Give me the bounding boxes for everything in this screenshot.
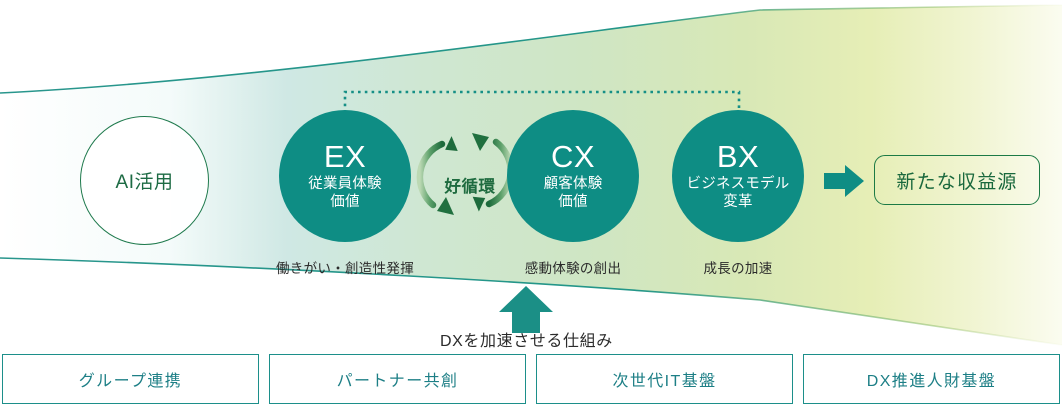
foundation-box-next-gen-it[interactable]: 次世代IT基盤 (536, 354, 793, 404)
dotted-bracket-connector (343, 90, 741, 113)
caption-bx: 成長の加速 (703, 261, 773, 276)
circle-cx[interactable]: CX 顧客体験 価値 (507, 110, 639, 242)
circle-ex-subtitle-2: 価値 (330, 193, 360, 210)
circle-ai-utilization[interactable]: AI活用 (80, 116, 209, 245)
outcome-new-revenue-source[interactable]: 新たな収益源 (874, 155, 1040, 205)
circle-ai-title: AI活用 (115, 172, 174, 193)
circle-cx-title: CX (550, 138, 596, 174)
foundation-label-2: パートナー共創 (336, 373, 459, 390)
circle-ex-subtitle-1: 従業員体験 (308, 176, 382, 193)
caption-ex: 働きがい・創造性発揮 (276, 261, 414, 276)
foundation-box-partner-cocreation[interactable]: パートナー共創 (269, 354, 526, 404)
right-arrow-icon (824, 165, 864, 197)
circle-ex-title: EX (323, 138, 367, 174)
circle-bx-subtitle-2: 変革 (723, 193, 753, 210)
foundation-box-group-collaboration[interactable]: グループ連携 (2, 354, 259, 404)
foundation-box-row: グループ連携 パートナー共創 次世代IT基盤 DX推進人財基盤 (0, 354, 1062, 404)
virtuous-cycle-label: 好循環 (444, 178, 496, 196)
outcome-label: 新たな収益源 (896, 171, 1018, 193)
dx-accelerator-label: DXを加速させる仕組み (440, 333, 613, 350)
circle-ex[interactable]: EX 従業員体験 価値 (279, 110, 411, 242)
circle-bx[interactable]: BX ビジネスモデル 変革 (672, 110, 804, 242)
circle-bx-title: BX (716, 138, 760, 174)
foundation-box-dx-talent[interactable]: DX推進人財基盤 (803, 354, 1060, 404)
circle-bx-subtitle-1: ビジネスモデル (686, 176, 790, 193)
up-arrow-icon (499, 286, 553, 333)
circle-cx-subtitle-2: 価値 (558, 193, 588, 210)
foundation-label-4: DX推進人財基盤 (866, 373, 997, 390)
foundation-label-1: グループ連携 (78, 373, 183, 390)
caption-cx: 感動体験の創出 (524, 261, 622, 276)
foundation-label-3: 次世代IT基盤 (612, 373, 717, 390)
circle-cx-subtitle-1: 顧客体験 (543, 176, 603, 193)
